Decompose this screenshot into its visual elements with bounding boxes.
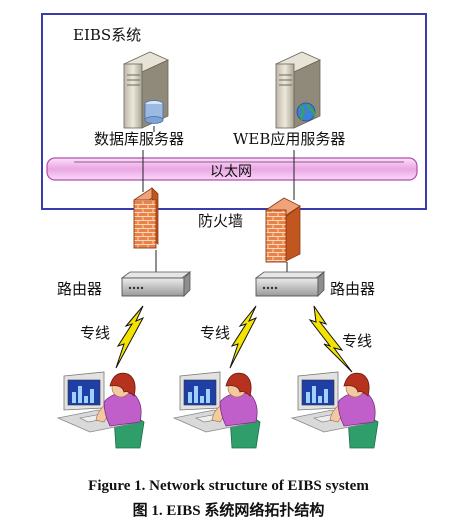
- client-workstation-icon: [173, 371, 261, 449]
- router-label-left: 路由器: [57, 280, 103, 298]
- web-server-icon: [275, 51, 321, 129]
- lightning-icon: [115, 305, 145, 369]
- ethernet-label: 以太网: [210, 164, 252, 180]
- link-label-1: 专线: [80, 324, 111, 342]
- figure-caption-chinese: 图 1. EIBS 系统网络拓扑结构: [132, 503, 325, 519]
- web-server-label: WEB应用服务器: [233, 130, 346, 148]
- firewall-label: 防火墙: [198, 212, 244, 230]
- link-label-2: 专线: [200, 324, 231, 342]
- figure-caption-english: Figure 1. Network structure of EIBS syst…: [88, 478, 369, 494]
- firewall-icon: [133, 187, 159, 249]
- router-icon: [120, 271, 192, 297]
- eibs-system-boundary: [41, 13, 427, 210]
- database-server-icon: [123, 51, 169, 129]
- client-workstation-icon: [56, 371, 145, 449]
- client-workstation-icon: [291, 371, 379, 449]
- link-label-3: 专线: [342, 332, 373, 350]
- database-server-label: 数据库服务器: [94, 130, 185, 148]
- system-title: EIBS系统: [73, 26, 142, 44]
- lightning-icon: [229, 305, 258, 369]
- ethernet-bus: [46, 157, 418, 181]
- router-label-right: 路由器: [330, 280, 376, 298]
- firewall-icon: [265, 197, 301, 263]
- lightning-icon: [308, 305, 353, 373]
- router-icon: [254, 271, 326, 297]
